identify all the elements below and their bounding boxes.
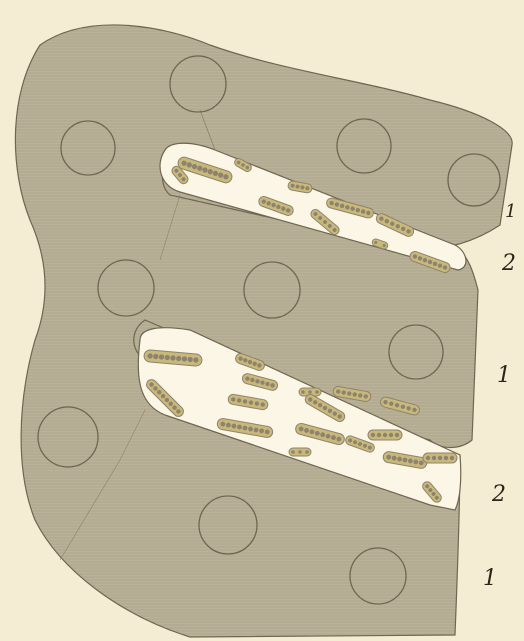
label-5: 1 (483, 568, 497, 590)
label-2: 2 (502, 253, 516, 275)
tissue-section (15, 25, 512, 637)
label-1: 1 (505, 203, 516, 221)
label-4: 2 (492, 484, 506, 506)
label-3: 1 (497, 365, 511, 387)
elongated-cell (289, 448, 311, 456)
elongated-cell (423, 453, 457, 463)
elongated-cell (368, 430, 402, 440)
